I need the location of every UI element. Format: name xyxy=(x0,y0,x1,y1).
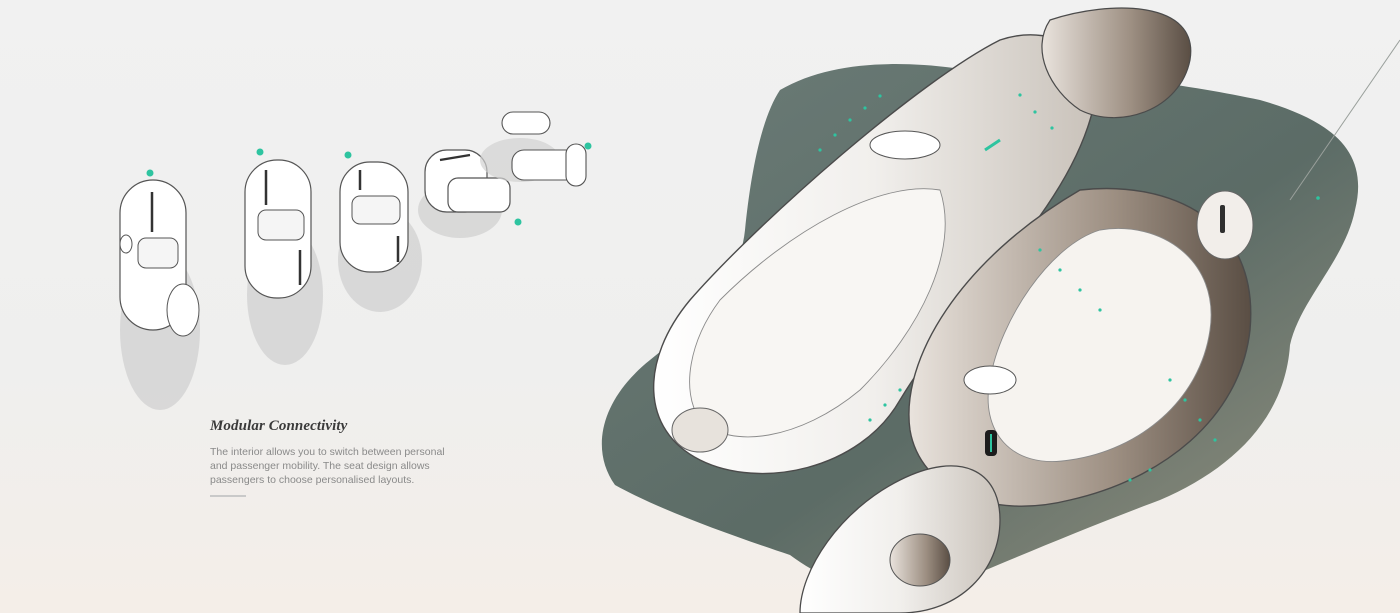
seat-pod-right xyxy=(908,187,1254,507)
seat-pod-bottom xyxy=(799,430,1001,613)
seat-cushion xyxy=(257,209,305,241)
sketch-line xyxy=(1289,39,1400,201)
feature-body: The interior allows you to switch betwee… xyxy=(210,446,445,486)
armrest xyxy=(119,234,133,254)
seat-pod-left xyxy=(652,7,1192,475)
headrest xyxy=(501,111,551,135)
accent-dot xyxy=(344,151,352,159)
vehicle-interior-sketch xyxy=(601,7,1400,613)
status-light xyxy=(984,138,1001,152)
feature-description: Modular Connectivity The interior allows… xyxy=(210,418,510,497)
divider xyxy=(210,495,246,497)
split-seat-layout xyxy=(244,148,323,365)
accent-dot xyxy=(514,218,522,226)
side-by-side-layout xyxy=(338,151,422,312)
passenger-figure xyxy=(689,188,946,438)
passenger-figure xyxy=(987,228,1212,462)
accent-dot-field xyxy=(818,93,1320,482)
seat-rail xyxy=(1220,205,1225,233)
lounge-layout xyxy=(480,111,592,187)
seat-cushion xyxy=(137,237,179,269)
pod-shell xyxy=(799,465,1001,613)
accent-dot xyxy=(584,142,592,150)
armrest xyxy=(963,365,1017,395)
feature-title: Modular Connectivity xyxy=(210,418,348,434)
accent-dot xyxy=(146,169,154,177)
single-seat-layout xyxy=(119,169,200,410)
passenger-head xyxy=(671,407,729,453)
headrest xyxy=(869,130,941,160)
fold-layout xyxy=(418,149,522,238)
seat-rail xyxy=(439,153,471,162)
seat-cushion xyxy=(447,177,511,213)
rear-seat xyxy=(889,533,951,587)
seat-layout-sketches xyxy=(119,111,592,410)
front-seat xyxy=(1041,7,1192,119)
seat-cushion xyxy=(351,195,401,225)
footrest xyxy=(166,283,200,337)
accent-dot xyxy=(256,148,264,156)
seat-back xyxy=(565,143,587,187)
